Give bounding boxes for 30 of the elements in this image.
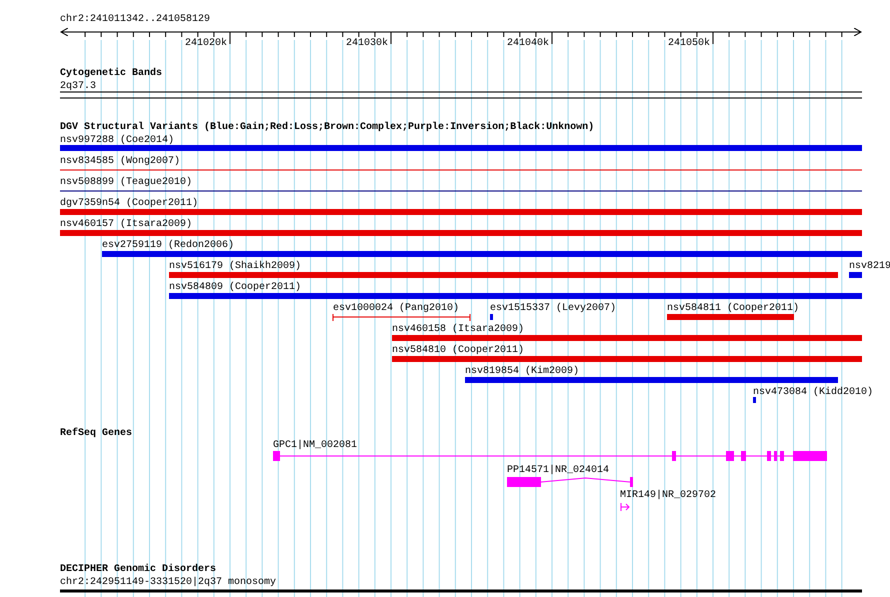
variant-label: nsv8219 [849, 261, 890, 272]
gene-label: GPC1|NM_002081 [273, 440, 358, 451]
variant-label: nsv473084 (Kidd2010) [753, 387, 874, 398]
variant-label: nsv508899 (Teague2010) [60, 177, 192, 188]
variant-label: nsv834585 (Wong2007) [60, 156, 180, 167]
variant-label: nsv819854 (Kim2009) [465, 366, 580, 377]
band-label: 2q37.3 [60, 81, 96, 92]
tick-label: 241030k [346, 38, 388, 49]
track-title: DGV Structural Variants (Blue:Gain;Red:Loss;Brown:Complex;Purple:Inversion;Black:Unknown) [60, 122, 594, 133]
tick-label: 241020k [185, 38, 228, 49]
variant-label: nsv460157 (Itsara2009) [60, 219, 192, 230]
tick-label: 241040k [507, 38, 550, 49]
track-title: RefSeq Genes [60, 428, 132, 439]
variant-label: nsv584811 (Cooper2011) [667, 303, 800, 314]
track-title: DECIPHER Genomic Disorders [60, 564, 216, 575]
feature-label: chr2:242951149-3331520|2q37 monosomy [60, 577, 276, 588]
variant-label: nsv584810 (Cooper2011) [392, 345, 524, 356]
tick-label: 241050k [668, 38, 710, 49]
variant-label: dgv7359n54 (Cooper2011) [60, 198, 198, 209]
variant-label: nsv516179 (Shaikh2009) [169, 261, 302, 272]
coordinate-range: chr2:241011342..241058129 [60, 14, 210, 25]
variant-label: nsv584809 (Cooper2011) [169, 282, 302, 293]
gene-label: MIR149|NR_029702 [620, 490, 716, 501]
variant-label: esv1515337 (Levy2007) [490, 303, 616, 314]
variant-label: esv1000024 (Pang2010) [333, 303, 460, 314]
variant-label: nsv997288 (Coe2014) [60, 135, 174, 146]
track-title: Cytogenetic Bands [60, 68, 162, 79]
gene-label: PP14571|NR_024014 [507, 465, 610, 476]
variant-label: nsv460158 (Itsara2009) [392, 324, 524, 335]
variant-label: esv2759119 (Redon2006) [102, 240, 234, 251]
